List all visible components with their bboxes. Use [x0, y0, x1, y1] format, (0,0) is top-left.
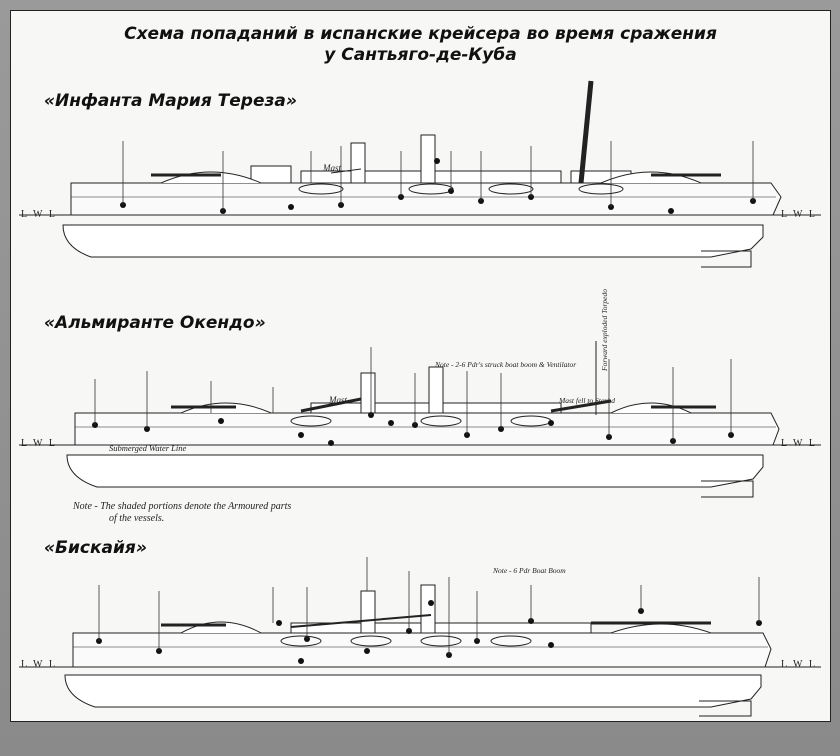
- ship-title-maria-teresa: «Инфанта Мария Тереза»: [44, 91, 297, 111]
- funnel-2: [428, 366, 444, 414]
- ship-drawing-vizcaya: Note - 6 Pdr Boat Boom: [19, 557, 821, 717]
- torpedo-note: Forward exploded Torpedo: [600, 289, 609, 372]
- mast-fell-note: Mast fell to Starbd: [558, 396, 615, 405]
- ship-drawing-maria-teresa: Mast: [19, 80, 821, 268]
- rudder: [701, 480, 754, 498]
- funnel-1: [360, 590, 376, 634]
- rudder: [701, 250, 752, 268]
- lwl-label-right: L W L: [781, 659, 817, 670]
- armour-note-line-2: of the vessels.: [109, 513, 165, 524]
- lwl-label-right: L W L: [781, 438, 817, 449]
- armour-note-line-1: Note - The shaded portions denote the Ar…: [73, 501, 292, 512]
- fallen-mast: [300, 397, 362, 413]
- hull-lower: [66, 454, 764, 488]
- mast-label: Mast: [322, 163, 341, 173]
- hull-lower: [62, 224, 764, 258]
- diagram-panel: Схема попаданий в испанские крейсера во …: [10, 10, 831, 722]
- boat-boom-note: Note - 6 Pdr Boat Boom: [492, 566, 566, 575]
- main-mast: [578, 80, 594, 184]
- funnel-1: [350, 142, 366, 184]
- boat-boom-note: Note - 2-6 Pdr's struck boat boom & Vent…: [434, 360, 576, 369]
- lwl-label-left: L W L: [21, 438, 57, 449]
- mast-label: Mast: [328, 395, 347, 405]
- aft-turret: [610, 623, 712, 634]
- submerged-waterline-label: Submerged Water Line: [109, 443, 187, 453]
- rudder: [699, 700, 752, 717]
- superstructure: [290, 622, 592, 634]
- hull-lower: [64, 674, 762, 708]
- ship-title-vizcaya: «Бискайя»: [44, 538, 147, 558]
- hull-upper: [72, 632, 772, 668]
- diagram-title-line-2: у Сантьяго-де-Куба: [324, 45, 517, 65]
- funnel-2: [420, 584, 436, 634]
- ship-title-almirante-oquendo: «Альмиранте Окендо»: [44, 313, 266, 333]
- diagram-title-line-1: Схема попаданий в испанские крейсера во …: [124, 24, 717, 44]
- ship-drawing-almirante-oquendo: Mast Submerged Water Line Note - 2-6 Pdr…: [19, 289, 821, 498]
- lwl-label-left: L W L: [21, 659, 57, 670]
- funnel-1: [360, 372, 376, 414]
